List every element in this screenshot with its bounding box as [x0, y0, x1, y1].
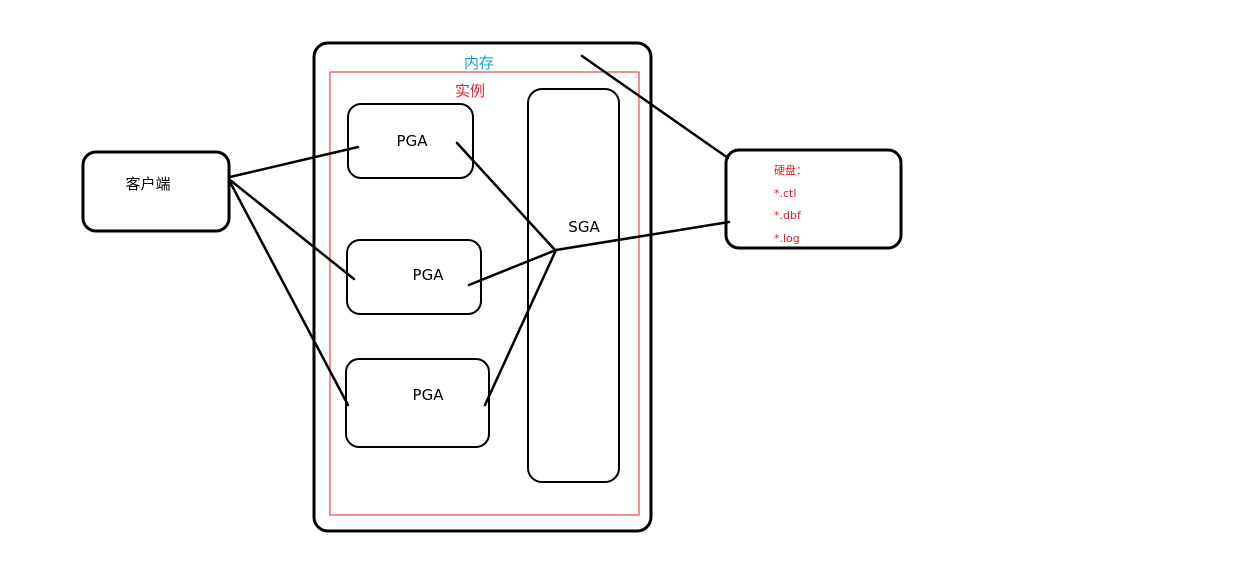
connector-pga2-sga [467, 248, 558, 287]
instance-label: 实例 [455, 82, 485, 100]
connector-sga-disk [554, 220, 731, 252]
memory-box [312, 41, 653, 533]
instance-box [329, 71, 640, 516]
connector-client-pga1 [228, 145, 360, 179]
pga-label-2: PGA [413, 266, 445, 284]
client-label: 客户端 [125, 175, 170, 193]
connector-pga3-sga [483, 248, 558, 407]
connector-client-pga3 [228, 180, 350, 407]
memory-label: 内存 [464, 54, 494, 72]
disk-file-log: *.log [774, 232, 800, 245]
disk-title: 硬盘： [774, 163, 807, 177]
pga-label-3: PGA [413, 386, 445, 404]
disk-box [724, 148, 903, 250]
sga-box [527, 88, 620, 483]
disk-file-ctl: *.ctl [774, 187, 796, 200]
disk-file-dbf: *.dbf [774, 209, 802, 222]
pga-box-2 [346, 239, 482, 315]
pga-box-1 [347, 103, 474, 179]
connector-client-pga2 [228, 178, 356, 281]
connector-pga1-sga [455, 141, 557, 252]
client-box [81, 150, 231, 233]
connector-memory-disk [580, 54, 730, 160]
sga-label: SGA [568, 218, 600, 236]
pga-label-1: PGA [397, 132, 429, 150]
